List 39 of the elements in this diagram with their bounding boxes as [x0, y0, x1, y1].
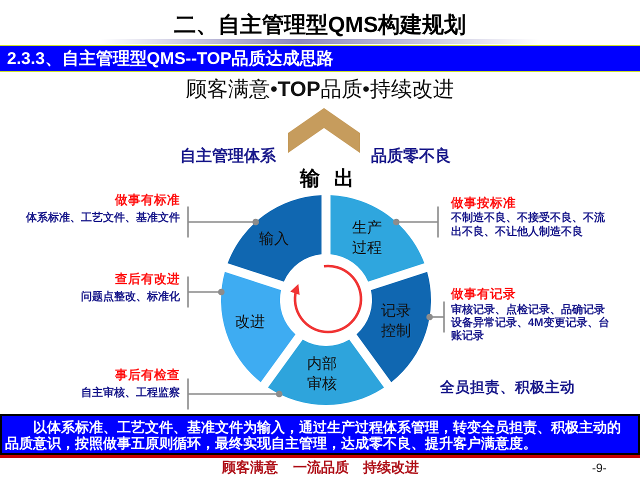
ring-segment: [330, 195, 425, 282]
annotation-heading: 查后有改进: [115, 271, 180, 287]
heading-band: [0, 45, 640, 72]
segment-label: 内部审核: [306, 354, 338, 394]
leader-line: [187, 276, 225, 308]
annotation-heading: 做事有记录: [451, 286, 516, 302]
annotation-text: 问题点整改、标准化: [81, 290, 180, 304]
slide-title: 二、自主管理型QMS构建规划: [174, 11, 466, 39]
footer-slogan: 一流品质: [293, 459, 349, 477]
leader-line: [426, 300, 445, 334]
annotation-text: 审核记录、点检记录、品确记录设备异常记录、4M变更记录、台账记录: [451, 304, 610, 342]
annotation-heading: 做事按标准: [451, 195, 516, 211]
leader-line: [187, 206, 259, 238]
tagline: 顾客满意•TOP品质•持续改进: [186, 76, 454, 103]
page-number: -9-: [592, 460, 607, 476]
side-label: 自主管理体系: [180, 147, 276, 167]
annotation-text: 不制造不良、不接受不良、不流出不良、不让他人制造不良: [451, 211, 606, 239]
summary-text: 以体系标准、工艺文件、基准文件为输入，通过生产过程体系管理，转变全员担责、积极主动的品质意识，按照做事五原则循环，最终实现自主管理，达成零不良、提升客户满意度。: [5, 419, 622, 451]
segment-label: 记录控制: [380, 302, 412, 340]
segment-label: 改进: [234, 312, 266, 332]
leader-line: [393, 206, 439, 238]
footer-slogan: 持续改进: [363, 459, 419, 477]
annotation-text: 体系标准、工艺文件、基准文件: [26, 211, 180, 225]
ring-segment: [221, 271, 296, 383]
ring-segment: [267, 339, 385, 405]
footer-slogan: 顾客满意: [222, 459, 278, 477]
summary-box: [0, 414, 640, 455]
side-label: 品质零不良: [371, 147, 451, 167]
segment-label: 输入: [258, 229, 290, 249]
annotation-text: 自主审核、工程监察: [81, 386, 180, 400]
ring-segment: [356, 271, 431, 383]
segment-label: 生产过程: [352, 218, 382, 258]
annotation-heading: 做事有标准: [115, 192, 180, 208]
annotation-heading: 事后有检查: [115, 367, 180, 383]
slogan-text: 全员担责、积极主动: [440, 378, 575, 398]
output-label: 输 出: [300, 166, 358, 192]
ring-segment: [227, 195, 322, 282]
leader-line: [187, 378, 282, 410]
section-heading: 2.3.3、自主管理型QMS--TOP品质达成思路: [7, 48, 334, 68]
